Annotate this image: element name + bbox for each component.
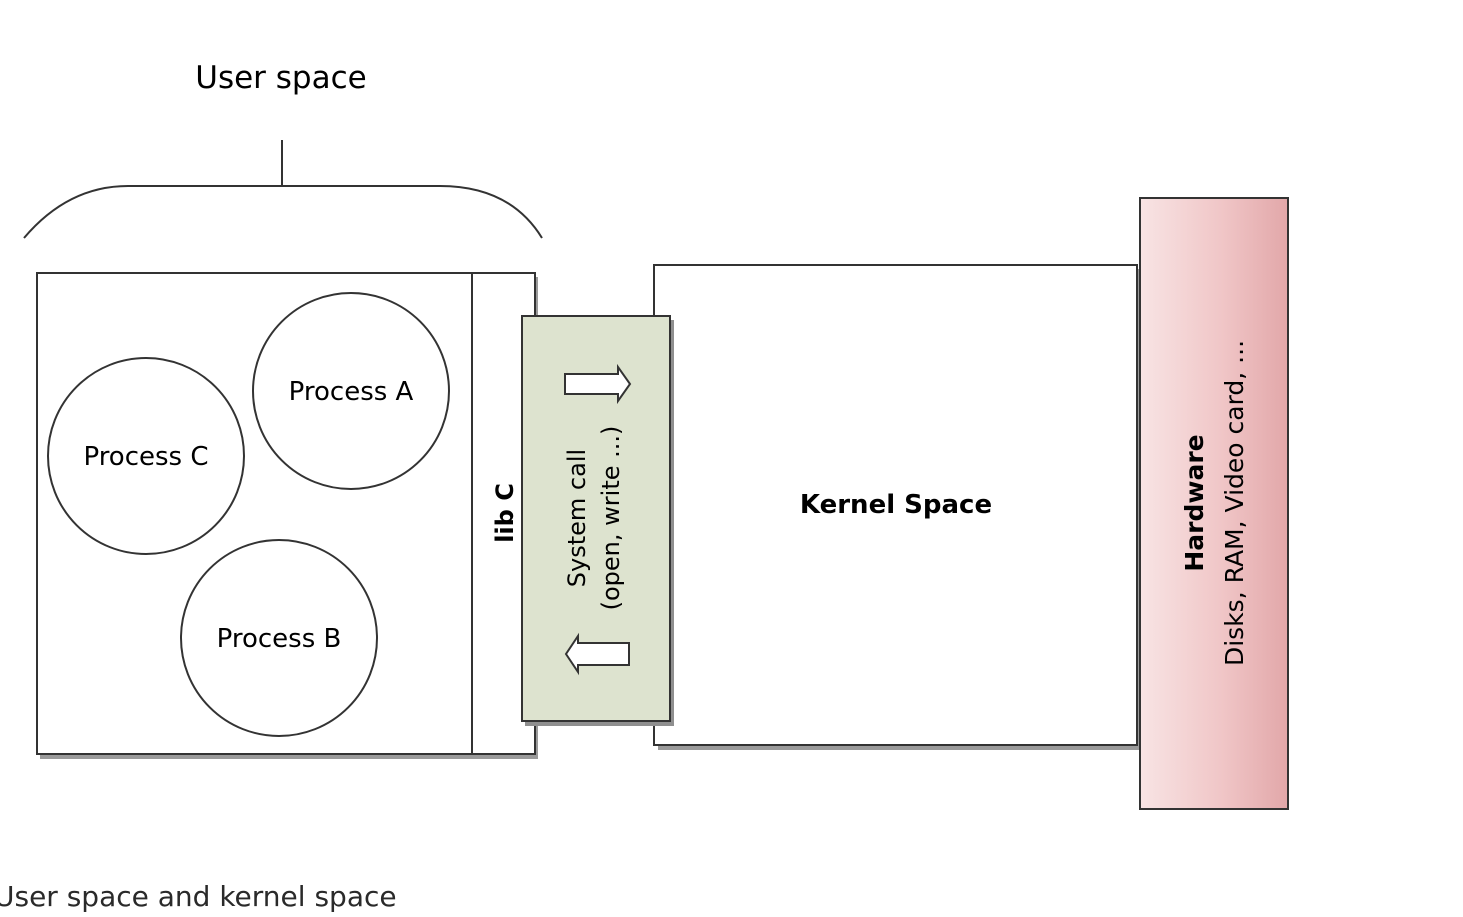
user-space-brace bbox=[23, 140, 543, 239]
arrow-down-icon bbox=[564, 632, 630, 676]
process-b-circle bbox=[180, 539, 378, 737]
syscall-label-line2: (open, write ...) bbox=[597, 426, 625, 611]
figure-caption: User space and kernel space bbox=[0, 880, 397, 913]
process-c-label: Process C bbox=[83, 442, 208, 472]
process-a-circle bbox=[252, 292, 450, 490]
hardware-title: Hardware bbox=[1180, 434, 1209, 571]
process-b-label: Process B bbox=[217, 624, 342, 654]
process-c-circle bbox=[47, 357, 245, 555]
libc-label: lib C bbox=[491, 483, 519, 543]
kernel-space-label: Kernel Space bbox=[800, 490, 992, 520]
hardware-detail: Disks, RAM, Video card, ... bbox=[1220, 340, 1249, 666]
kernel-space-box bbox=[653, 264, 1138, 746]
process-a-label: Process A bbox=[289, 377, 414, 407]
hardware-bar bbox=[1139, 197, 1289, 810]
user-space-label: User space bbox=[195, 60, 366, 96]
arrow-up-icon bbox=[564, 363, 632, 405]
syscall-label-line1: System call bbox=[563, 449, 591, 587]
